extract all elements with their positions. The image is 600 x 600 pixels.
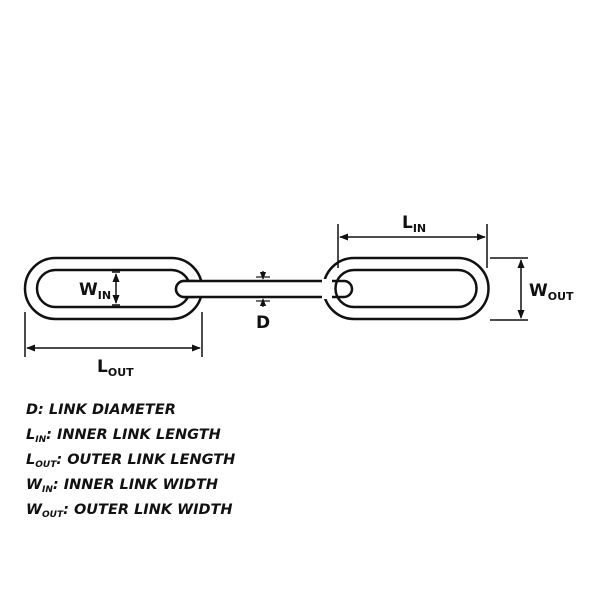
w-in-label: WIN [79,280,111,302]
legend-item-w-in: WIN: INNER LINK WIDTH [26,477,219,495]
d-dimension: D [256,271,270,333]
l-in-label: LIN [402,213,426,235]
right-link [322,256,490,321]
legend-item-d: D: LINK DIAMETER [26,402,176,418]
legend-item-w-out: WOUT: OUTER LINK WIDTH [26,502,233,520]
legend: D: LINK DIAMETER LIN: INNER LINK LENGTH … [26,398,235,523]
l-out-label: LOUT [97,357,134,379]
legend-item-l-out: LOUT: OUTER LINK LENGTH [26,452,236,470]
w-out-dimension: WOUT [490,257,574,321]
w-in-dimension: WIN [79,271,120,306]
d-label: D [256,313,270,333]
middle-link-overlap [174,279,195,299]
l-out-dimension: LOUT [24,312,203,379]
w-out-label: WOUT [529,281,574,303]
l-in-dimension: LIN [337,213,488,268]
legend-item-l-in: LIN: INNER LINK LENGTH [26,427,221,445]
